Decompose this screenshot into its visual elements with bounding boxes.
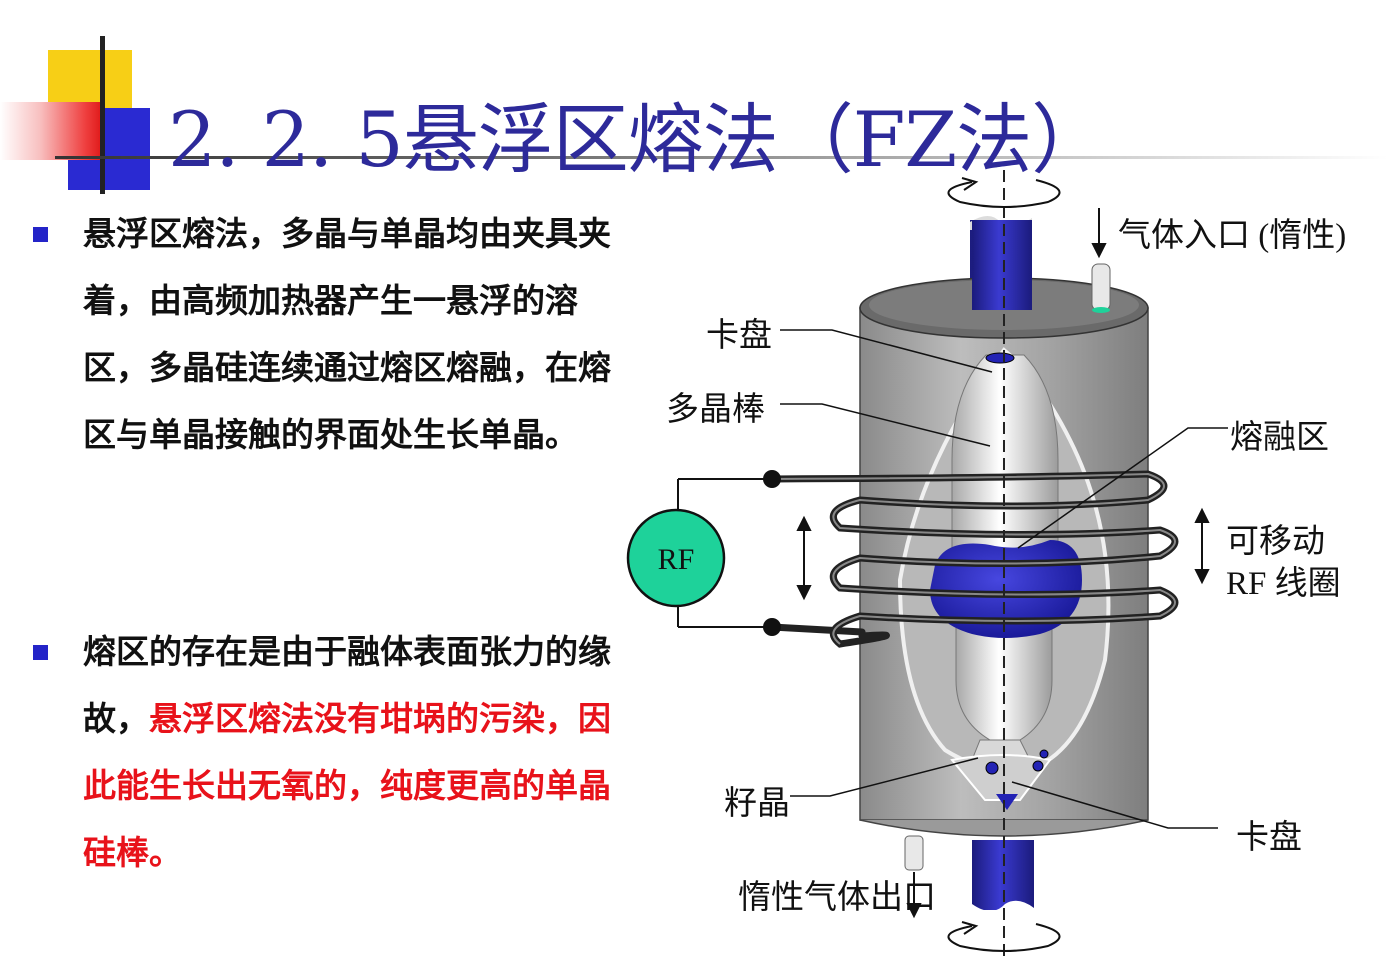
deco-yellow-square [48, 50, 132, 110]
label-melt-zone: 熔融区 [1230, 420, 1329, 456]
bullet-text-plain: 熔区的存在是由于融体表面张力的缘故， [83, 632, 611, 738]
label-chuck-top: 卡盘 [706, 318, 772, 354]
label-gas-outlet: 惰性气体出口 [738, 880, 936, 916]
bullet-text-highlight: 悬浮区熔法没有坩埚的污染，因此能生长出无氧的，纯度更高的单晶硅棒。 [83, 699, 611, 872]
coil-terminal-bottom [763, 618, 781, 636]
deco-vertical-rule [100, 36, 105, 194]
bullet-text: 熔区的存在是由于融体表面张力的缘故，悬浮区熔法没有坩埚的污染，因此能生长出无氧的… [83, 618, 618, 886]
bullet-square-icon [33, 645, 48, 660]
label-chuck-bottom: 卡盘 [1236, 820, 1302, 856]
label-leader-lines [780, 329, 1228, 829]
label-gas-inlet: 气体入口 (惰性) [1118, 218, 1347, 254]
slide-title: 2. 2. 5悬浮区熔法（FZ法） [168, 95, 1107, 184]
gas-outlet-pipe [904, 835, 924, 871]
label-seed: 籽晶 [724, 786, 790, 822]
gas-outlet-arrow-icon [906, 872, 922, 919]
coil-motion-arrow-left-icon [796, 515, 812, 601]
coil-terminal-top [763, 470, 781, 488]
bottom-chuck [950, 754, 1052, 801]
bullet-square-icon [33, 227, 48, 242]
coil-motion-arrow-right-icon [1194, 507, 1210, 585]
polycrystalline-rod [951, 354, 1059, 561]
rf-label: RF [658, 543, 695, 576]
fz-furnace-diagram: RF [626, 170, 1228, 960]
bullet-text: 悬浮区熔法，多晶与单晶均由夹具夹着，由高频加热器产生一悬浮的溶区，多晶硅连续通过… [83, 214, 611, 454]
label-movable-coil-2: RF 线圈 [1226, 566, 1341, 602]
label-movable-coil-1: 可移动 [1226, 524, 1325, 560]
top-rotation-arrow-icon [947, 177, 1061, 208]
bullet-item-2: 熔区的存在是由于融体表面张力的缘故，悬浮区熔法没有坩埚的污染，因此能生长出无氧的… [30, 618, 611, 958]
gas-inlet-arrow-icon [1091, 208, 1107, 259]
gas-inlet-pipe [1091, 263, 1111, 311]
seed-crystal [996, 794, 1018, 810]
deco-red-gradient-bar [0, 102, 100, 160]
bullet-item-1: 悬浮区熔法，多晶与单晶均由夹具夹着，由高频加热器产生一悬浮的溶区，多晶硅连续通过… [30, 200, 611, 602]
rf-generator [626, 508, 726, 608]
label-poly-rod: 多晶棒 [666, 392, 765, 428]
title-underline [55, 156, 1388, 159]
bottom-rotation-arrow-icon [947, 921, 1061, 952]
